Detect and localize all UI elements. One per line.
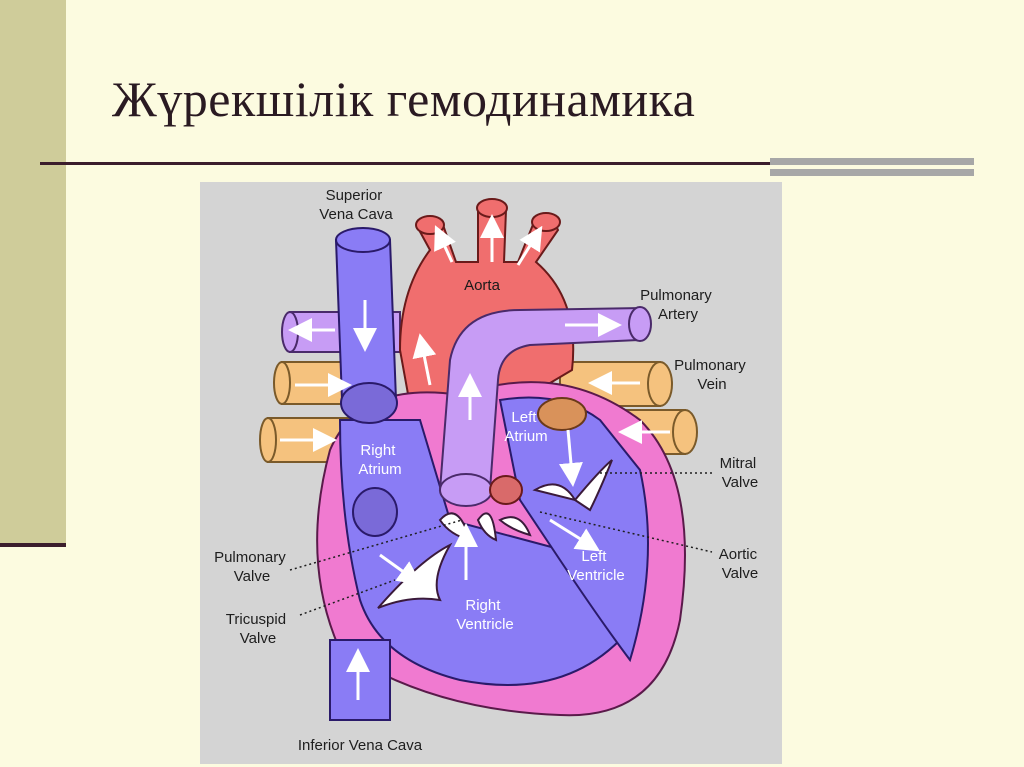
- label-pulmonary-vein: Pulmonary Vein: [674, 357, 750, 393]
- label-pulmonary-artery: Pulmonary Artery: [640, 287, 716, 323]
- label-pulmonary-valve: Pulmonary Valve: [214, 549, 290, 585]
- label-aortic-valve: Aortic Valve: [719, 546, 762, 582]
- left-pulmonary-vein-shape: [259, 361, 363, 463]
- leader-lines: [289, 472, 713, 616]
- inferior-vena-cava-shape: [329, 639, 391, 721]
- title-accent-rule: [770, 158, 974, 176]
- label-left-ventricle: Left Ventricle: [567, 548, 625, 584]
- label-mitral-valve: Mitral Valve: [720, 455, 761, 491]
- slide-title: Жүрекшілік гемодинамика: [112, 71, 696, 127]
- label-aorta: Aorta: [464, 277, 501, 294]
- left-accent-bar: [0, 0, 66, 546]
- right-chambers-shape: [338, 419, 622, 686]
- left-accent-line: [0, 543, 66, 547]
- label-superior-vena-cava: Superior Vena Cava: [319, 187, 393, 223]
- label-inferior-vena-cava: Inferior Vena Cava: [298, 737, 423, 754]
- label-right-atrium: Right Atrium: [358, 442, 401, 478]
- title-underline: [40, 162, 775, 165]
- flow-arrows: [280, 214, 670, 700]
- label-right-ventricle: Right Ventricle: [456, 597, 514, 633]
- label-left-atrium: Left Atrium: [504, 409, 547, 445]
- label-tricuspid-valve: Tricuspid Valve: [226, 611, 290, 647]
- pulmonary-artery-shape: [438, 306, 641, 491]
